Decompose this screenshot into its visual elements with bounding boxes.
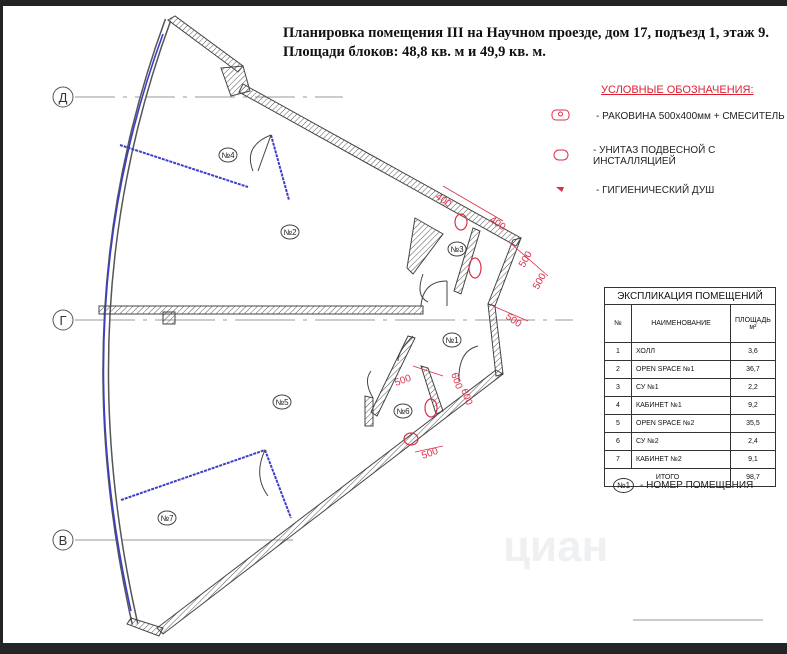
svg-text:500: 500 bbox=[517, 249, 535, 269]
floor-plan-drawing: Д Г В bbox=[52, 15, 763, 637]
explication-table: ЭКСПЛИКАЦИЯ ПОМЕЩЕНИЙ № НАИМЕНОВАНИЕ ПЛО… bbox=[604, 287, 776, 487]
room-name: СУ №1 bbox=[631, 378, 731, 397]
row-number: 1 bbox=[604, 342, 632, 361]
svg-text:500: 500 bbox=[503, 311, 523, 330]
room-area: 9,2 bbox=[730, 396, 776, 415]
room-label-4: №4 bbox=[221, 151, 235, 160]
axis-markers bbox=[52, 86, 74, 551]
room-label-6: №6 bbox=[396, 407, 410, 416]
door-swings bbox=[249, 134, 479, 497]
title-line-1: Планировка помещения III на Научном прое… bbox=[283, 25, 770, 41]
svg-text:600: 600 bbox=[448, 371, 464, 391]
row-number: 5 bbox=[604, 414, 632, 433]
room-label-1: №1 bbox=[445, 336, 459, 345]
title-line-2: Площади блоков: 48,8 кв. м и 49,9 кв. м. bbox=[283, 44, 546, 60]
axis-label-g: Г bbox=[59, 313, 66, 328]
row-number: 7 bbox=[604, 450, 632, 469]
room-label-5: №5 bbox=[275, 398, 289, 407]
axis-label-v: В bbox=[59, 533, 68, 548]
row-number: 4 bbox=[604, 396, 632, 415]
legend-item-toilet: - УНИТАЗ ПОДВЕСНОЙ С ИНСТАЛЛЯЦИЕЙ bbox=[551, 145, 787, 167]
shower-icon bbox=[551, 183, 596, 198]
axis-label-d: Д bbox=[59, 90, 68, 105]
room-label-7: №7 bbox=[160, 514, 174, 523]
room-name: СУ №2 bbox=[631, 432, 731, 451]
table-total-row: ИТОГО 98,7 bbox=[604, 468, 776, 487]
room-name: КАБИНЕТ №1 bbox=[631, 396, 731, 415]
sink-icon bbox=[551, 109, 596, 124]
room-area: 3,6 bbox=[730, 342, 776, 361]
table-caption: ЭКСПЛИКАЦИЯ ПОМЕЩЕНИЙ bbox=[604, 287, 776, 305]
legend-item-shower: - ГИГИЕНИЧЕСКИЙ ДУШ bbox=[551, 183, 714, 198]
room-label-2: №2 bbox=[283, 228, 297, 237]
room-area: 36,7 bbox=[730, 360, 776, 379]
row-number: 3 bbox=[604, 378, 632, 397]
partitions bbox=[119, 134, 292, 519]
dimension-lines bbox=[412, 185, 549, 453]
room-area: 9,1 bbox=[730, 450, 776, 469]
plan-title: Планировка помещения III на Научном прое… bbox=[283, 24, 769, 62]
plumbing-fixtures bbox=[403, 213, 482, 446]
legend-item-sink: - РАКОВИНА 500х400мм + СМЕСИТЕЛЬ bbox=[551, 109, 785, 124]
room-area: 35,5 bbox=[730, 414, 776, 433]
floor-plan-sheet: Д Г В bbox=[3, 6, 787, 643]
curved-glass-wall bbox=[102, 18, 172, 625]
row-number: 6 bbox=[604, 432, 632, 451]
room-area: 2,2 bbox=[730, 378, 776, 397]
legend-title: УСЛОВНЫЕ ОБОЗНАЧЕНИЯ: bbox=[601, 84, 754, 96]
room-labels: №4 №2 №3 №1 №5 №6 №7 bbox=[157, 147, 467, 526]
room-number-legend: №1 - НОМЕР ПОМЕЩЕНИЯ bbox=[613, 478, 753, 493]
room-label-3: №3 bbox=[450, 245, 464, 254]
room-area: 2,4 bbox=[730, 432, 776, 451]
room-name: OPEN SPACE №2 bbox=[631, 414, 731, 433]
room-name: ХОЛЛ bbox=[631, 342, 731, 361]
room-name: OPEN SPACE №1 bbox=[631, 360, 731, 379]
room-name: КАБИНЕТ №2 bbox=[631, 450, 731, 469]
svg-text:500: 500 bbox=[420, 446, 440, 462]
outer-walls bbox=[98, 15, 522, 637]
watermark: циан bbox=[503, 522, 608, 571]
row-number: 2 bbox=[604, 360, 632, 379]
toilet-icon bbox=[551, 149, 593, 164]
